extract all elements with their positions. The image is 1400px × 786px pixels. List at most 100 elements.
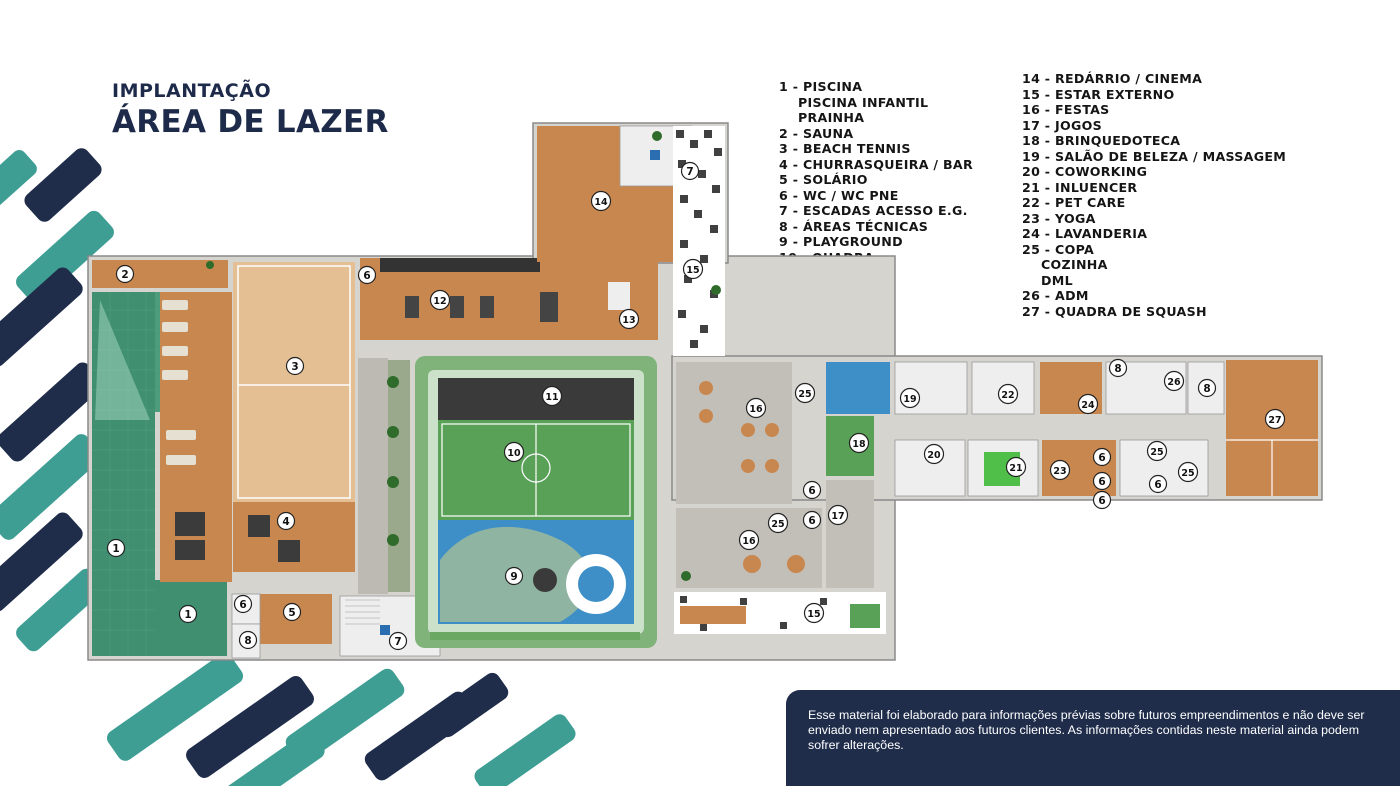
room-marker-number: 6 bbox=[808, 485, 815, 497]
room-marker: 26 bbox=[1163, 370, 1185, 392]
room-marker: 2 bbox=[115, 264, 135, 284]
room-marker: 4 bbox=[276, 511, 296, 531]
legend-item: 17 - JOGOS bbox=[1022, 117, 1103, 133]
room-marker: 7 bbox=[680, 161, 700, 181]
room-marker-number: 9 bbox=[510, 571, 517, 583]
room-marker: 25 bbox=[794, 382, 816, 404]
room-marker: 7 bbox=[388, 631, 408, 651]
room-marker-number: 20 bbox=[927, 450, 941, 461]
room-marker-number: 7 bbox=[686, 166, 693, 178]
room-marker-number: 11 bbox=[545, 392, 558, 403]
title-block: IMPLANTAÇÃO ÁREA DE LAZER bbox=[112, 80, 389, 140]
room-marker: 16 bbox=[738, 529, 760, 551]
legend-item: 15 - ESTAR EXTERNO bbox=[1022, 86, 1175, 102]
room-marker: 6 bbox=[802, 480, 822, 500]
room-marker: 21 bbox=[1005, 456, 1027, 478]
room-marker-number: 1 bbox=[112, 543, 119, 555]
room-marker-number: 6 bbox=[808, 515, 815, 527]
legend-item: 14 - REDÁRRIO / CINEMA bbox=[1022, 71, 1203, 86]
room-marker: 23 bbox=[1049, 459, 1071, 481]
room-marker-number: 25 bbox=[1181, 468, 1194, 479]
room-marker: 22 bbox=[997, 383, 1019, 405]
legend-item: 24 - LAVANDERIA bbox=[1022, 226, 1148, 241]
room-marker: 15 bbox=[803, 602, 825, 624]
legend-item: DML bbox=[1041, 272, 1073, 288]
legend-item: 18 - BRINQUEDOTECA bbox=[1022, 133, 1181, 148]
room-marker: 6 bbox=[233, 594, 253, 614]
room-marker: 10 bbox=[503, 441, 525, 463]
room-marker-number: 6 bbox=[1098, 495, 1105, 507]
room-marker-number: 15 bbox=[686, 265, 699, 276]
room-marker: 16 bbox=[745, 397, 767, 419]
room-marker: 20 bbox=[923, 443, 945, 465]
legend-item: 23 - YOGA bbox=[1022, 210, 1096, 226]
room-marker: 8 bbox=[1197, 378, 1217, 398]
room-marker: 1 bbox=[106, 538, 126, 558]
room-marker-number: 15 bbox=[807, 609, 820, 620]
room-marker: 6 bbox=[1092, 447, 1112, 467]
disclaimer-box: Esse material foi elaborado para informa… bbox=[786, 690, 1400, 786]
legend-item: 25 - COPA bbox=[1022, 241, 1094, 257]
legend-item: 19 - SALÃO DE BELEZA / MASSAGEM bbox=[1022, 148, 1287, 164]
legend-item: 22 - PET CARE bbox=[1022, 195, 1126, 210]
room-marker-number: 8 bbox=[1114, 363, 1121, 375]
room-marker-number: 21 bbox=[1009, 463, 1022, 474]
legend-item: 27 - QUADRA DE SQUASH bbox=[1022, 303, 1207, 319]
room-marker-number: 8 bbox=[244, 635, 251, 647]
room-marker: 25 bbox=[1177, 461, 1199, 483]
room-marker-number: 27 bbox=[1268, 415, 1281, 426]
room-marker: 27 bbox=[1264, 408, 1286, 430]
room-marker-number: 8 bbox=[1203, 383, 1210, 395]
room-marker-number: 24 bbox=[1081, 400, 1095, 411]
room-marker: 6 bbox=[357, 265, 377, 285]
legend-item: 20 - COWORKING bbox=[1022, 164, 1148, 179]
room-marker-number: 7 bbox=[394, 636, 401, 648]
room-marker: 14 bbox=[590, 190, 612, 212]
room-marker-number: 25 bbox=[1150, 447, 1163, 458]
room-marker-number: 6 bbox=[1098, 452, 1105, 464]
legend-item: PISCINA INFANTIL bbox=[798, 94, 929, 110]
legend-item: 7 - ESCADAS ACESSO E.G. bbox=[779, 203, 968, 218]
room-marker: 8 bbox=[238, 630, 258, 650]
room-marker-number: 19 bbox=[903, 394, 916, 405]
room-marker-number: 13 bbox=[622, 315, 635, 326]
room-marker: 13 bbox=[618, 308, 640, 330]
room-marker: 19 bbox=[899, 387, 921, 409]
legend-item: 2 - SAUNA bbox=[779, 125, 854, 141]
room-marker-number: 23 bbox=[1053, 466, 1066, 477]
room-marker-number: 26 bbox=[1167, 377, 1181, 388]
room-marker: 11 bbox=[541, 385, 563, 407]
room-marker-number: 2 bbox=[121, 269, 128, 281]
room-marker: 6 bbox=[802, 510, 822, 530]
room-marker: 1 bbox=[178, 604, 198, 624]
legend-item: 21 - INLUENCER bbox=[1022, 179, 1138, 195]
room-marker-number: 6 bbox=[363, 270, 370, 282]
room-marker: 12 bbox=[429, 289, 451, 311]
legend-item: COZINHA bbox=[1041, 257, 1108, 272]
room-marker: 25 bbox=[1146, 440, 1168, 462]
room-marker-number: 25 bbox=[771, 519, 784, 530]
room-marker: 6 bbox=[1092, 490, 1112, 510]
room-marker-number: 6 bbox=[239, 599, 246, 611]
legend-item: 4 - CHURRASQUEIRA / BAR bbox=[779, 156, 973, 172]
room-marker-number: 12 bbox=[433, 296, 446, 307]
room-marker: 18 bbox=[848, 432, 870, 454]
room-marker: 6 bbox=[1148, 474, 1168, 494]
room-marker-number: 6 bbox=[1098, 476, 1105, 488]
legend-item: 5 - SOLÁRIO bbox=[779, 172, 868, 187]
page-title: ÁREA DE LAZER bbox=[112, 104, 389, 140]
legend-item: 3 - BEACH TENNIS bbox=[779, 141, 911, 156]
legend-item: 16 - FESTAS bbox=[1022, 102, 1110, 117]
room-marker: 9 bbox=[504, 566, 524, 586]
room-marker: 8 bbox=[1108, 358, 1128, 378]
room-marker-number: 25 bbox=[798, 389, 811, 400]
disclaimer-text: Esse material foi elaborado para informa… bbox=[808, 708, 1365, 752]
title-overline: IMPLANTAÇÃO bbox=[112, 80, 272, 102]
room-marker-number: 16 bbox=[749, 404, 763, 415]
room-marker: 17 bbox=[827, 504, 849, 526]
legend-item: 8 - ÁREAS TÉCNICAS bbox=[779, 218, 929, 234]
